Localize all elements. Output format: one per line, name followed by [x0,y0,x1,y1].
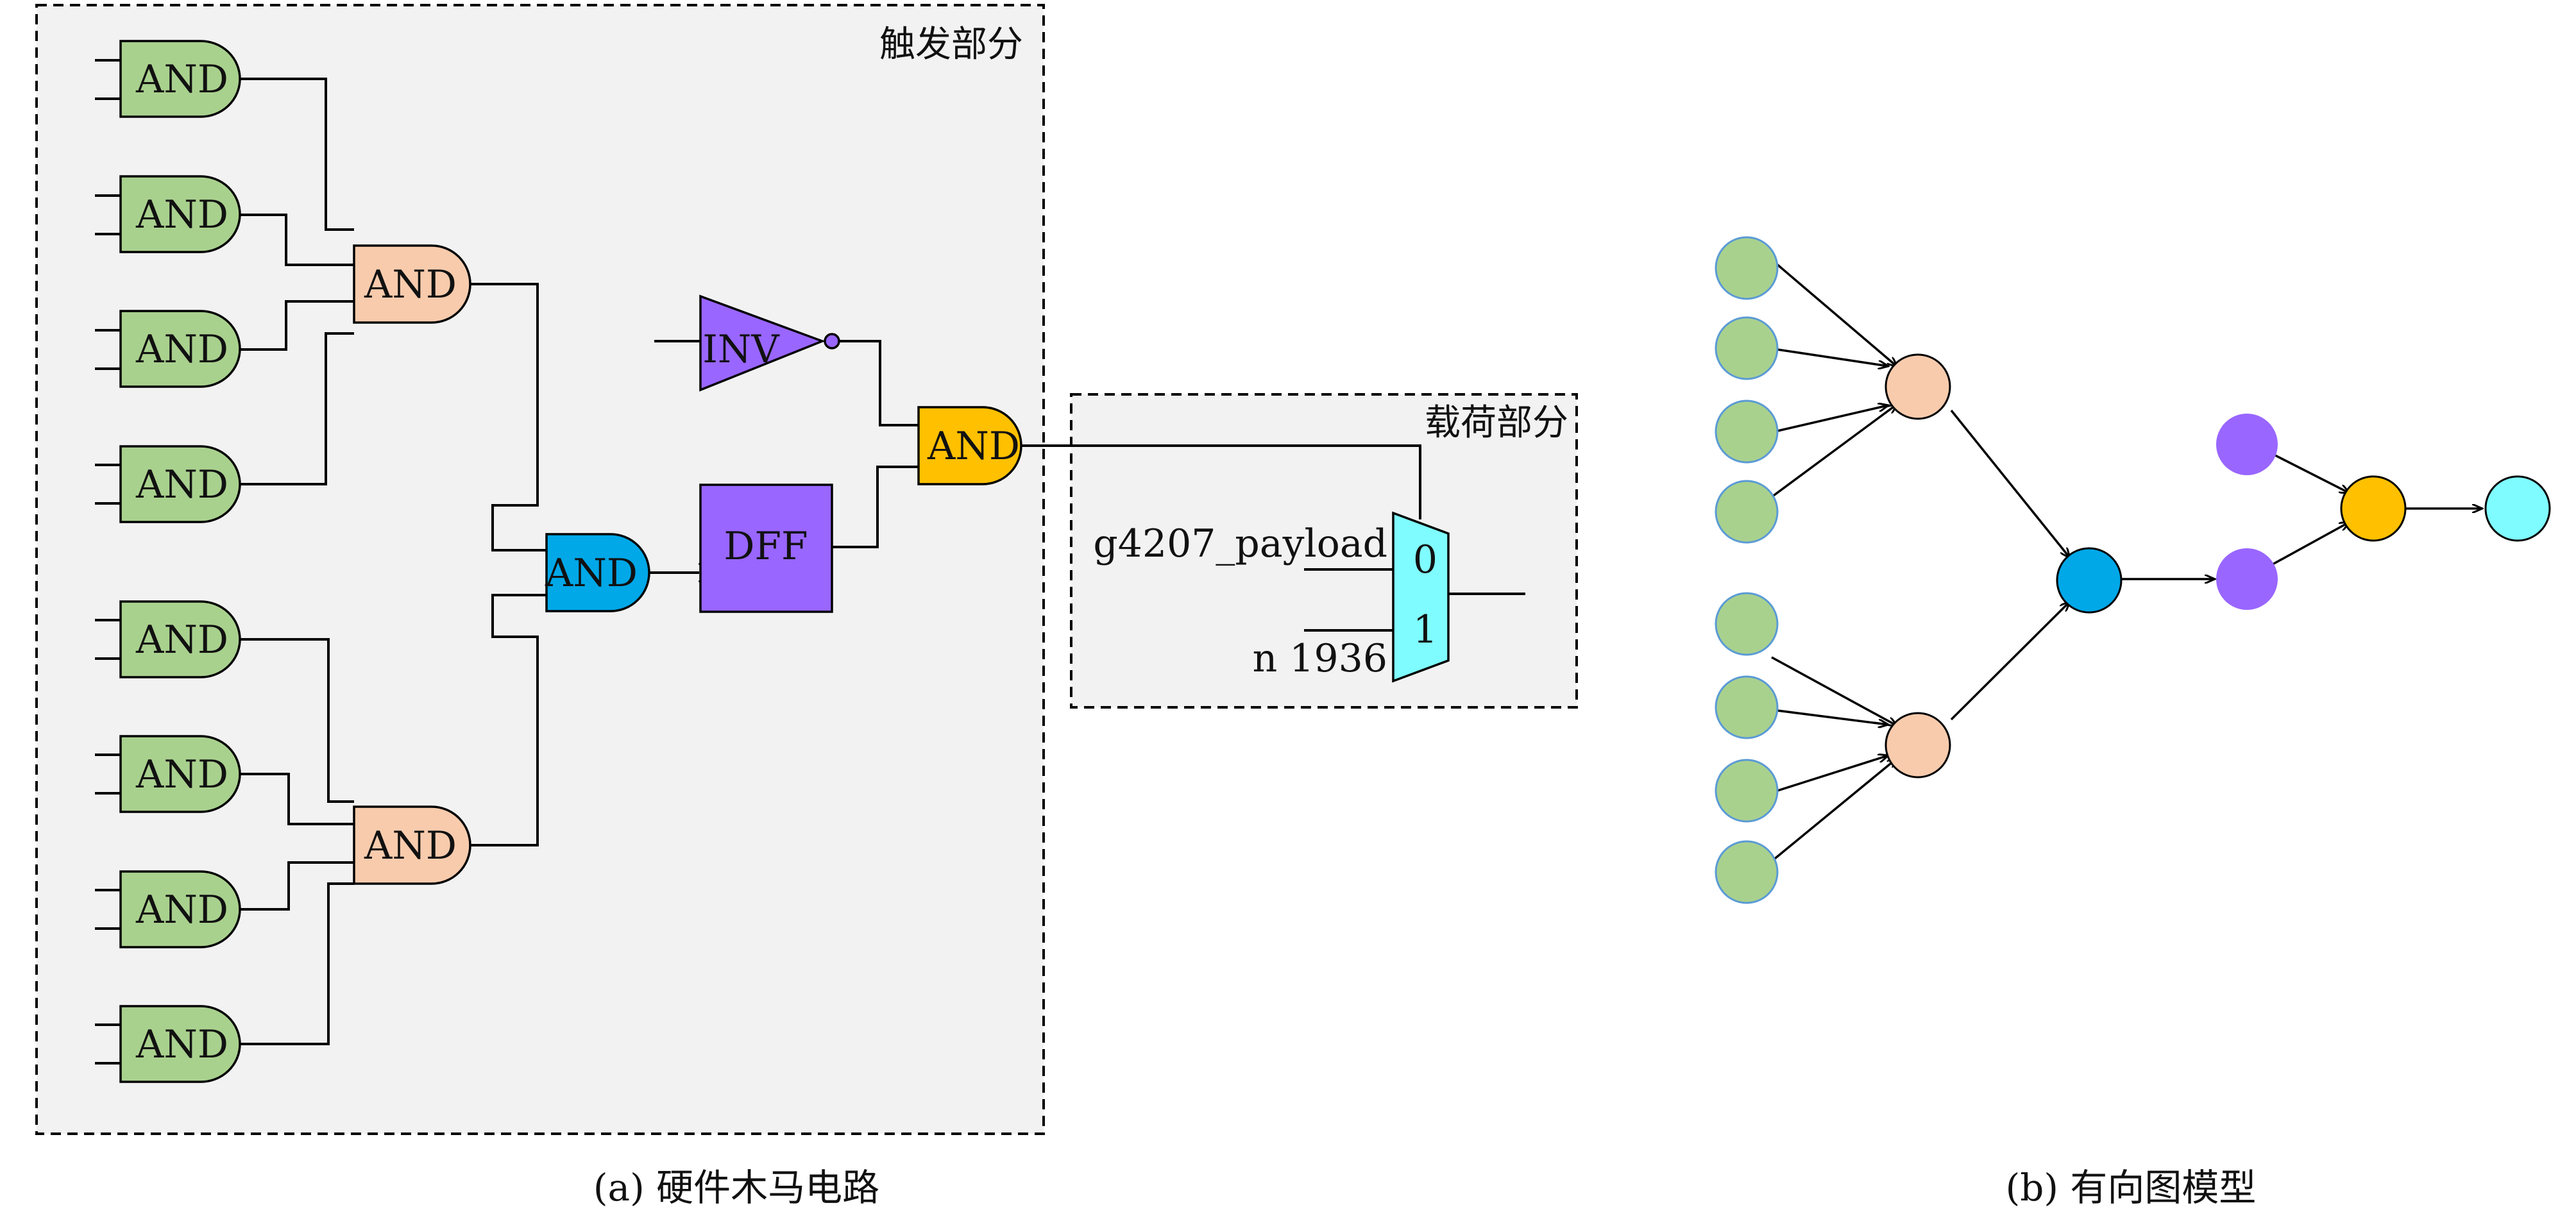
and-gate-green-1: AND [119,40,241,118]
node-green [1715,592,1779,656]
caption-a: (a) 硬件木马电路 [593,1166,879,1209]
and-gate-label: AND [135,327,228,372]
node-orange [2340,475,2407,542]
and-gate-blue: AND [545,533,650,612]
mux-port-0: 0 [1413,537,1437,582]
and-gate-green-5: AND [119,600,241,678]
panel-a-circuit: 触发部分 载荷部分 [35,4,1578,1209]
graph-nodes [1715,236,2551,904]
graph-edge [1777,405,1888,432]
and-gate-label: AND [135,752,228,797]
and-gate-label: AND [135,888,228,932]
graph-edges [1770,258,2482,863]
circuit-wires [95,59,1525,1065]
graph-edge [1950,602,2070,721]
node-peach [1885,353,1951,420]
node-blue [2056,547,2123,614]
node-green [1715,316,1779,380]
graph-edge [1770,758,1897,863]
payload-region-title: 载荷部分 [1425,402,1568,444]
graph-edge [2272,453,2350,493]
and-gate-peach-2: AND [353,805,471,885]
and-gate-green-7: AND [119,870,241,948]
and-gate-green-3: AND [119,310,241,388]
node-green [1715,840,1779,904]
dff-label: DFF [724,524,808,569]
node-green [1715,236,1779,300]
trigger-region-title: 触发部分 [879,24,1023,65]
and-gate-label: AND [364,262,457,307]
and-gate-green-4: AND [119,445,241,523]
node-purple [2216,548,2278,610]
and-gate-label: AND [135,192,228,237]
panel-b-directed-graph: (b) 有向图模型 [1715,236,2551,1209]
graph-edge [1770,404,1897,498]
caption-b: (b) 有向图模型 [2006,1166,2257,1209]
and-gate-label: AND [135,1022,228,1067]
graph-edge [1950,409,2070,558]
trigger-region-box [35,4,1045,1135]
node-purple [2216,414,2278,475]
dff-block: DFF [699,484,833,613]
node-green [1715,759,1779,823]
graph-edge [2272,522,2350,566]
and-gate-label: AND [135,462,228,507]
inverter-gate: INV [699,294,840,392]
node-cyan [2484,475,2551,542]
inverter-label: INV [702,327,780,372]
and-gate-green-6: AND [119,735,241,813]
and-gate-label: AND [927,424,1020,469]
graph-edge [1771,656,1897,726]
mux-input0-name: g4207_payload [1093,521,1387,566]
mux-input1-name: n 1936 [1253,636,1387,681]
node-green [1715,480,1779,544]
graph-edge [1770,258,1897,367]
and-gate-label: AND [135,57,228,102]
graph-edge [1777,348,1888,366]
and-gate-peach-1: AND [353,244,471,324]
mux-port-1: 1 [1413,607,1437,652]
and-gate-green-8: AND [119,1005,241,1083]
and-gate-orange: AND [917,406,1022,485]
graph-edge [1777,755,1888,792]
payload-mux: 0 1 [1392,511,1450,683]
graph-edge [1777,709,1888,725]
node-peach [1885,712,1951,779]
node-green [1715,675,1779,739]
and-gate-label: AND [135,618,228,662]
and-gate-label: AND [545,551,638,596]
and-gate-label: AND [364,823,457,868]
node-green [1715,400,1779,464]
and-gate-green-2: AND [119,175,241,253]
